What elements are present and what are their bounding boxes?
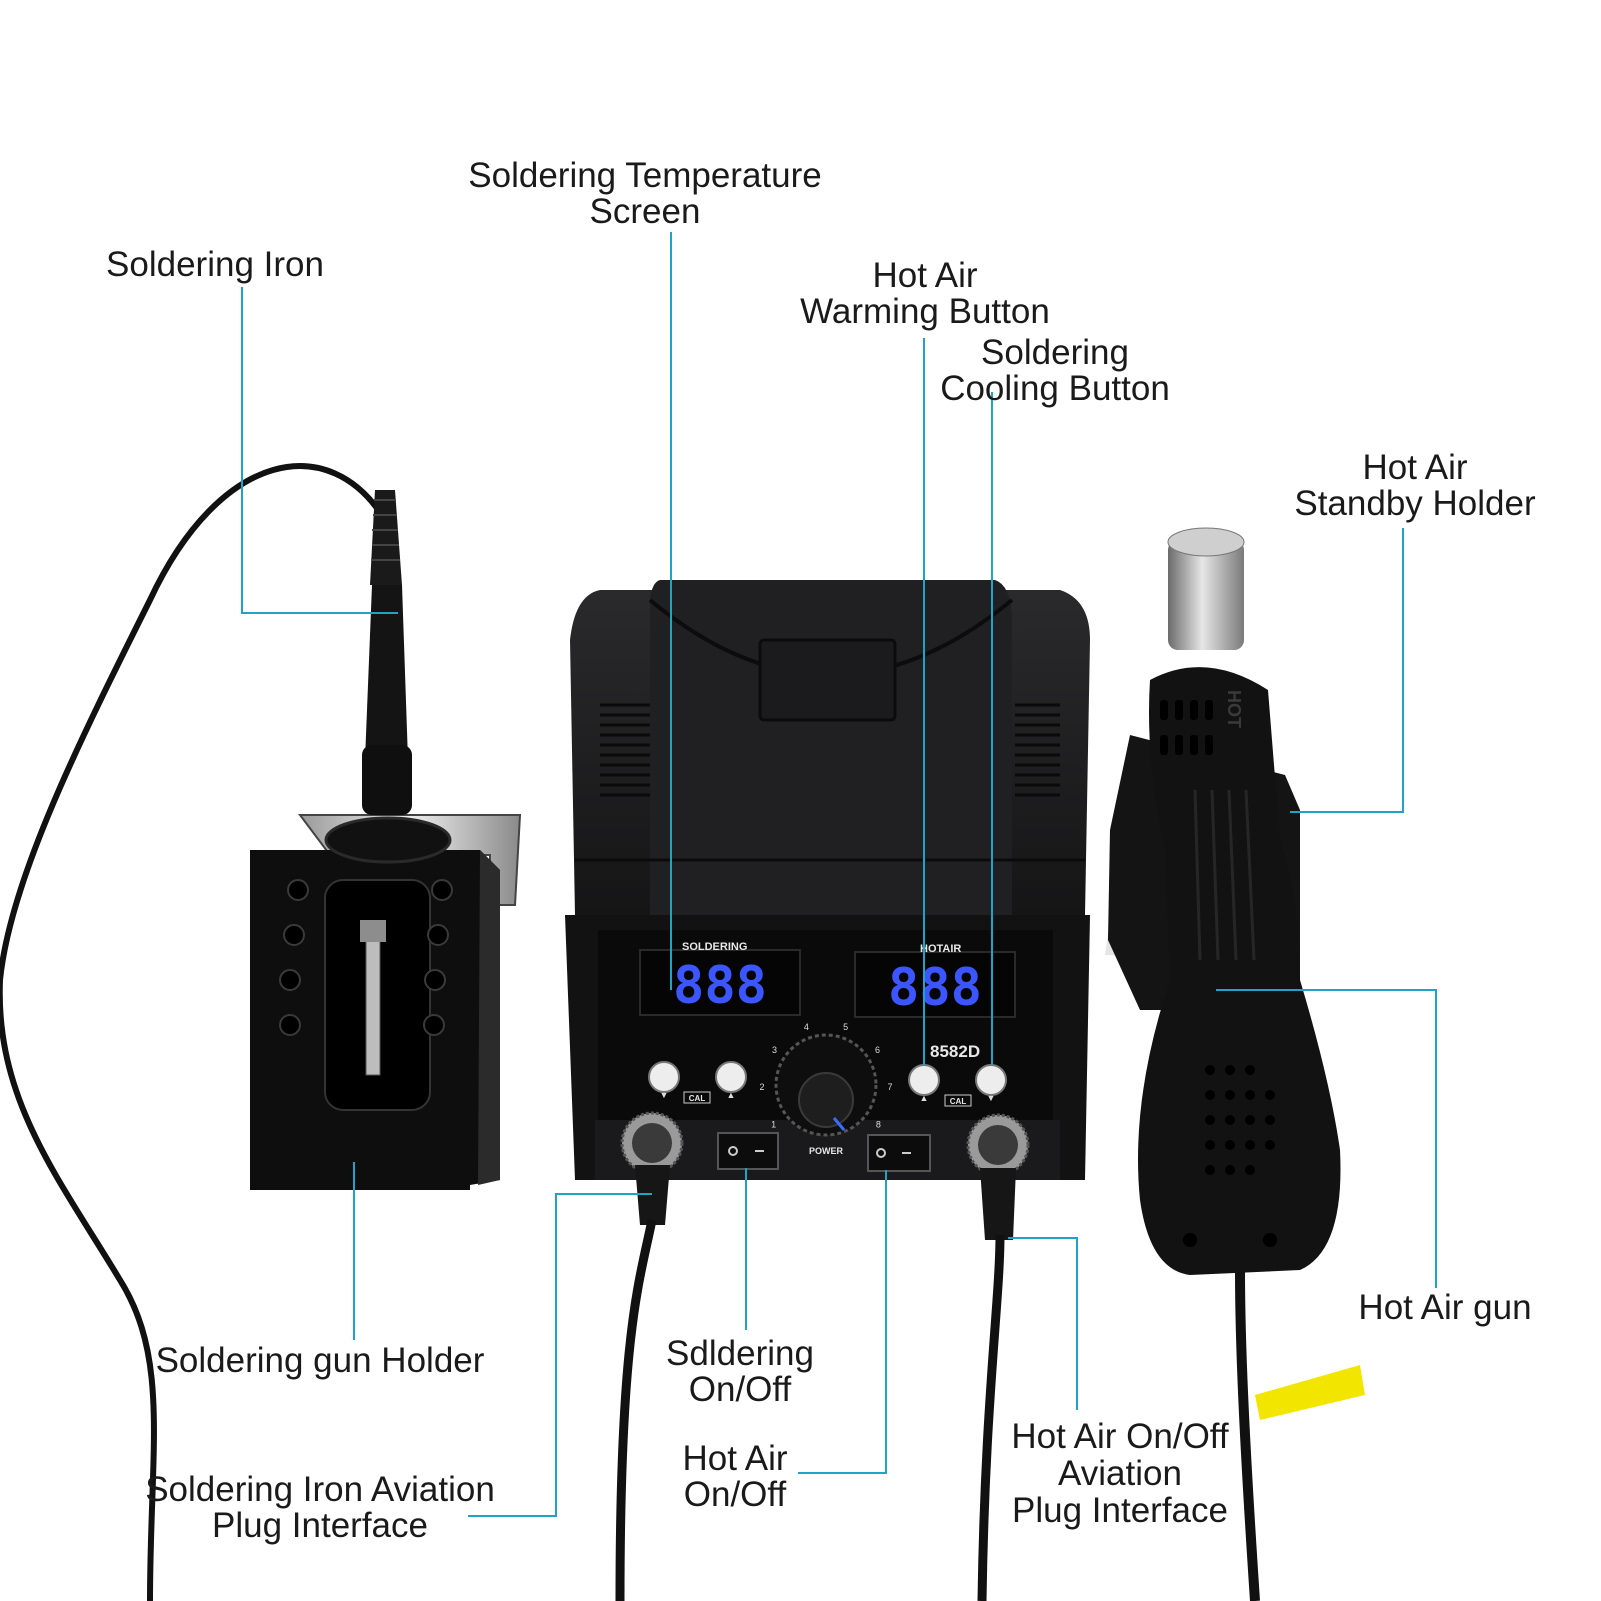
- svg-text:▼: ▼: [660, 1090, 669, 1100]
- label-hot-air-standby-holder: Hot Air Standby Holder: [1294, 448, 1536, 523]
- soldering-warming-button[interactable]: ▼: [648, 1061, 680, 1100]
- airflow-dial[interactable]: [774, 1033, 878, 1137]
- label-soldering-temperature-screen: Soldering Temperature Screen: [468, 156, 822, 231]
- soldering-iron: [324, 490, 452, 864]
- dial-tick-5: 5: [843, 1022, 848, 1032]
- dial-tick-2: 2: [759, 1082, 764, 1092]
- hot-air-temperature-display: 888 HOTAIR: [854, 943, 1016, 1018]
- panel-right-label: HOTAIR: [920, 943, 961, 955]
- label-soldering-cooling-button: Soldering Cooling Button: [940, 333, 1170, 408]
- soldering-cal-button[interactable]: CAL ▲: [683, 1061, 747, 1104]
- leader-hot-air-switch: [798, 1170, 887, 1474]
- soldering-gun-holder: [250, 814, 522, 1190]
- label-hot-air-gun: Hot Air gun: [1358, 1288, 1532, 1327]
- leader-hot-air-plug: [1008, 1237, 1078, 1410]
- leader-soldering-plug: [468, 1193, 652, 1517]
- label-soldering-gun-holder: Soldering gun Holder: [155, 1341, 485, 1380]
- label-hot-air-on-off: Hot Air On/Off: [682, 1439, 788, 1514]
- model-label: 8582D: [930, 1042, 980, 1061]
- callout-leaders: [241, 232, 1437, 1517]
- svg-text:CAL: CAL: [950, 1097, 967, 1106]
- soldering-iron-cable: [0, 463, 388, 1601]
- svg-text:888: 888: [888, 958, 982, 1018]
- dial-tick-6: 6: [875, 1045, 880, 1055]
- svg-text:▲: ▲: [920, 1093, 929, 1103]
- dial-tick-4: 4: [804, 1022, 809, 1032]
- label-soldering-on-off: Sdldering On/Off: [666, 1334, 814, 1409]
- hot-air-on-off-switch[interactable]: [867, 1134, 931, 1172]
- dial-tick-3: 3: [772, 1045, 777, 1055]
- soldering-temperature-display: 888 SOLDERING: [639, 941, 801, 1016]
- leader-hot-air-gun: [1216, 989, 1437, 1288]
- dial-tick-8: 8: [876, 1120, 881, 1130]
- power-label: POWER: [809, 1146, 844, 1156]
- label-soldering-iron-aviation-plug: Soldering Iron Aviation Plug Interface: [145, 1470, 495, 1545]
- label-hot-air-warming-button: Hot Air Warming Button: [800, 256, 1050, 331]
- leader-standby-holder: [1290, 528, 1404, 813]
- label-soldering-iron: Soldering Iron: [106, 245, 324, 284]
- hot-air-gun: HOT: [1138, 527, 1365, 1601]
- svg-text:CAL: CAL: [689, 1094, 706, 1103]
- hot-air-aviation-plug: [966, 1113, 1030, 1601]
- gun-brand: HOT: [1224, 690, 1244, 728]
- svg-text:▼: ▼: [987, 1093, 996, 1103]
- soldering-iron-aviation-plug: [615, 1111, 684, 1601]
- leader-soldering-iron: [241, 287, 398, 614]
- warning-tag: [1255, 1365, 1365, 1420]
- label-hot-air-aviation-plug: Hot Air On/Off Aviation Plug Interface: [1011, 1417, 1229, 1530]
- dial-tick-1: 1: [771, 1120, 776, 1130]
- dial-tick-labels: 1 2 3 4 5 6 7 8: [759, 1022, 892, 1130]
- svg-text:▲: ▲: [727, 1090, 736, 1100]
- svg-text:888: 888: [673, 956, 767, 1016]
- panel-left-label: SOLDERING: [682, 941, 747, 953]
- dial-tick-7: 7: [887, 1082, 892, 1092]
- soldering-cooling-button[interactable]: CAL ▼: [944, 1064, 1007, 1107]
- soldering-on-off-switch[interactable]: [717, 1132, 779, 1170]
